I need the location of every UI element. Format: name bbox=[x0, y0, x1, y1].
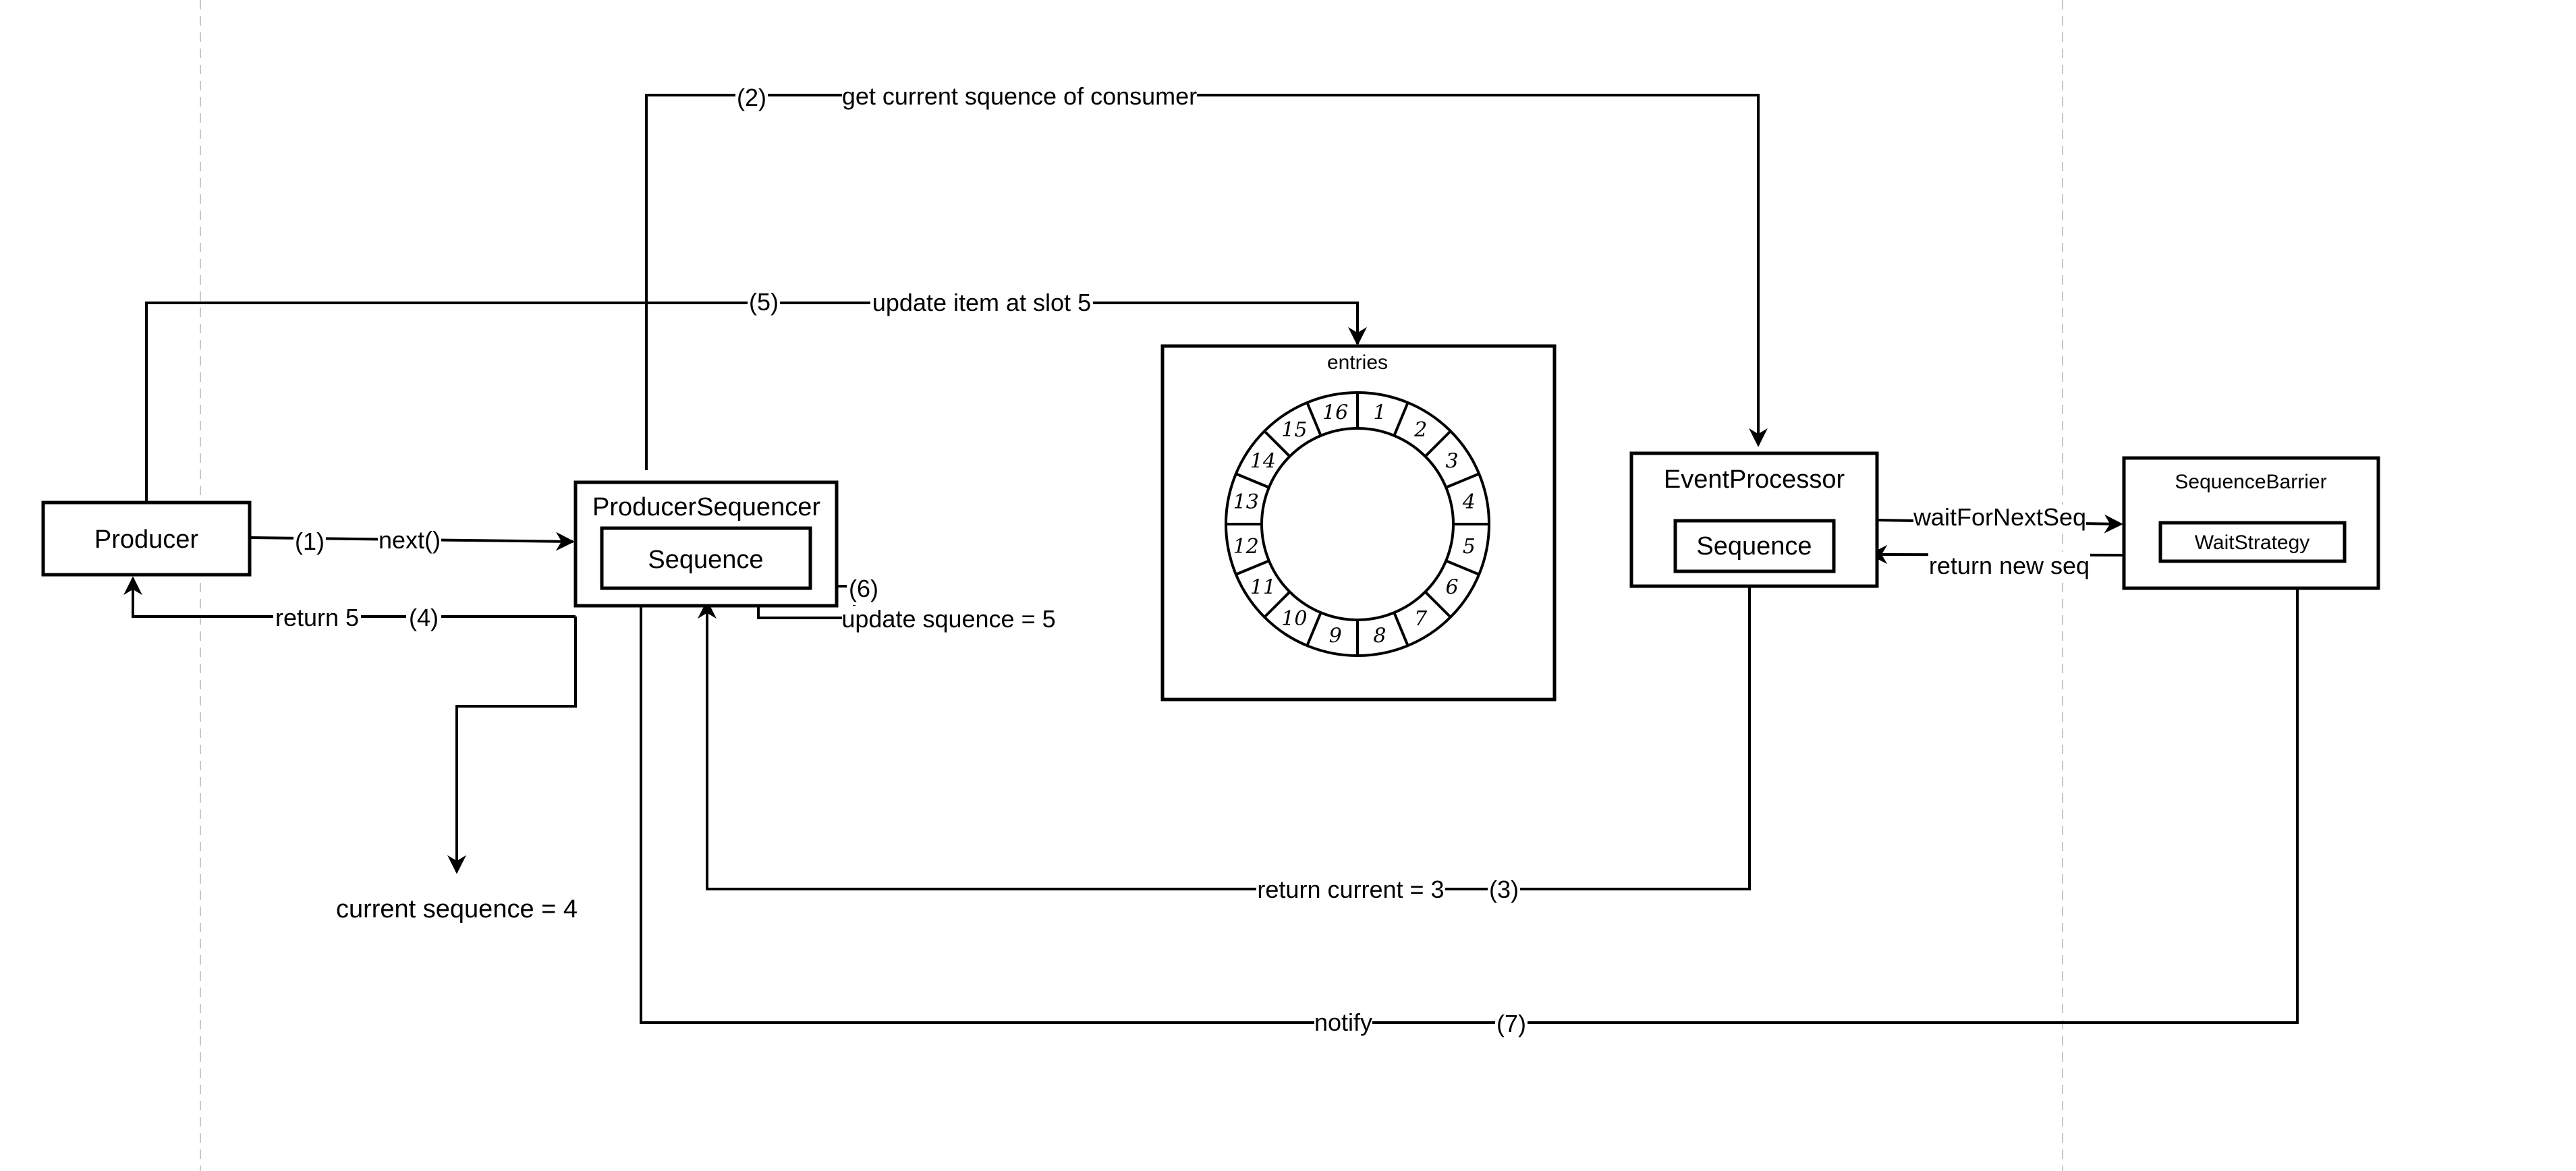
edge-return-current[interactable] bbox=[698, 586, 1751, 890]
producer-label: Producer bbox=[94, 525, 199, 554]
sequence-barrier-label: SequenceBarrier bbox=[2175, 471, 2326, 493]
ring-slot-label: 12 bbox=[1233, 535, 1259, 559]
ring-slot-divider bbox=[1263, 430, 1291, 458]
edge-get-consumer-label: get current squence of consumer bbox=[842, 82, 1197, 110]
ring-slot-divider bbox=[1424, 590, 1452, 619]
ring-slot-label: 1 bbox=[1373, 401, 1386, 425]
ring-slot-divider bbox=[1306, 612, 1322, 646]
ring-slot-divider bbox=[1424, 430, 1452, 458]
ring-slot-label: 11 bbox=[1250, 576, 1276, 600]
edge-return-current-label: return current = 3 bbox=[1257, 876, 1444, 903]
edge-notify-label: notify bbox=[1314, 1008, 1372, 1036]
edge-wait-label: waitForNextSeq bbox=[1913, 503, 2086, 531]
wait-strategy-node[interactable]: WaitStrategy bbox=[2158, 521, 2347, 563]
edge-notify-step: (7) bbox=[1496, 1010, 1526, 1037]
current-sequence-note: current sequence = 4 bbox=[336, 895, 578, 923]
ring-slot-label: 4 bbox=[1462, 490, 1476, 514]
edge-return-current-step: (3) bbox=[1489, 876, 1519, 903]
event-processor-label: EventProcessor bbox=[1664, 465, 1845, 494]
ring-slot-label: 15 bbox=[1281, 418, 1307, 442]
edge-update-sequence-step: (6) bbox=[849, 575, 878, 602]
edge-next-step: (1) bbox=[295, 527, 325, 555]
ring-slot-label: 13 bbox=[1233, 490, 1259, 514]
edge-current-sequence[interactable] bbox=[447, 617, 577, 874]
ring-slot-divider bbox=[1306, 402, 1322, 436]
ring-slot-divider bbox=[1445, 472, 1480, 489]
entries-label: entries bbox=[1327, 351, 1388, 374]
ring-slot-label: 16 bbox=[1322, 401, 1348, 425]
producer-node[interactable]: Producer bbox=[41, 501, 252, 577]
ring-slot-label: 8 bbox=[1373, 624, 1386, 648]
ring-slot-divider bbox=[1235, 559, 1270, 576]
producer-sequence-node[interactable]: Sequence bbox=[600, 526, 812, 590]
ring-slot-divider bbox=[1263, 590, 1291, 619]
edge-return-5-label: return 5 bbox=[275, 604, 359, 631]
ring-slot-label: 5 bbox=[1463, 535, 1476, 559]
wait-strategy-label: WaitStrategy bbox=[2195, 532, 2310, 554]
consumer-sequence-label: Sequence bbox=[1696, 532, 1812, 561]
ring-slot-label: 10 bbox=[1281, 607, 1307, 631]
edge-update-item-step: (5) bbox=[749, 288, 779, 316]
ring-slot-label: 6 bbox=[1446, 576, 1459, 600]
producer-sequencer-node[interactable]: ProducerSequencer Sequence bbox=[573, 480, 839, 608]
ring-slot-label: 9 bbox=[1329, 624, 1342, 648]
edge-return-new-seq-label: return new seq bbox=[1929, 552, 2090, 579]
ring-slot-label: 14 bbox=[1250, 449, 1276, 473]
producer-sequencer-label: ProducerSequencer bbox=[592, 493, 820, 521]
consumer-sequence-node[interactable]: Sequence bbox=[1673, 519, 1836, 573]
edge-notify[interactable] bbox=[640, 562, 2307, 1024]
ring-slot-divider bbox=[1235, 472, 1270, 489]
edge-return-5-step: (4) bbox=[409, 604, 439, 631]
ring-slot-divider bbox=[1445, 559, 1480, 576]
ring-slot-divider bbox=[1393, 402, 1409, 436]
ring-slot-label: 7 bbox=[1414, 607, 1428, 631]
ring-slot-label: 3 bbox=[1446, 449, 1459, 473]
producer-sequence-label: Sequence bbox=[648, 546, 763, 574]
sequence-barrier-node[interactable]: SequenceBarrier WaitStrategy bbox=[2122, 456, 2380, 590]
edge-labels: (1) next() (2) get current squence of co… bbox=[273, 82, 2090, 1037]
event-processor-node[interactable]: EventProcessor Sequence bbox=[1629, 451, 1879, 588]
edge-next-label: next() bbox=[379, 526, 441, 554]
edge-update-sequence-label: update squence = 5 bbox=[841, 605, 1055, 633]
edge-get-consumer-step: (2) bbox=[737, 84, 766, 111]
edge-update-item-label: update item at slot 5 bbox=[872, 289, 1091, 316]
ring-slot-label: 2 bbox=[1413, 418, 1427, 442]
ring-slot-divider bbox=[1393, 612, 1409, 646]
edge-get-consumer-sequence[interactable] bbox=[645, 94, 1768, 470]
